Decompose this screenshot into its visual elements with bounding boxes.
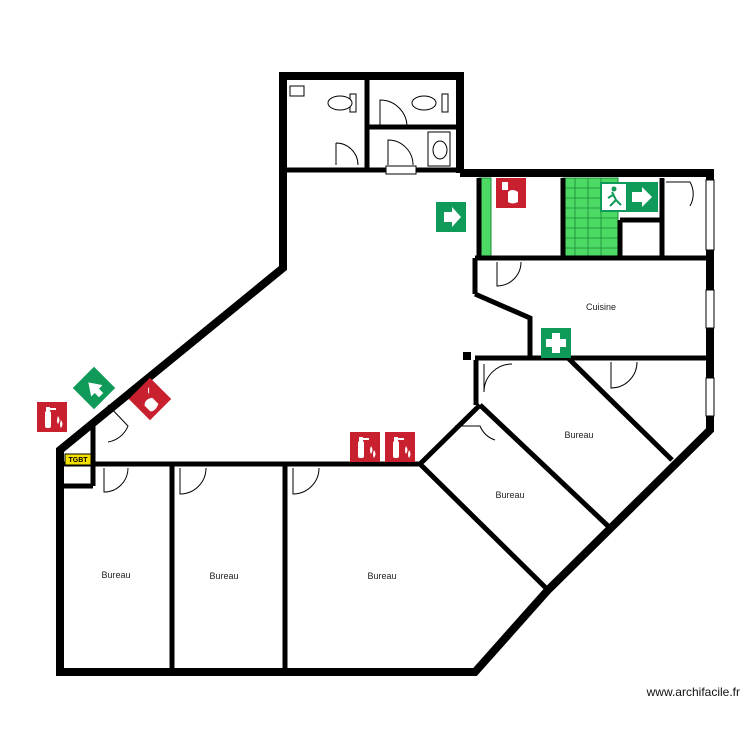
windows [385, 165, 715, 417]
exit-arrow-icon [72, 366, 116, 410]
exit-arrow-icon [436, 202, 466, 232]
exterior-walls [56, 72, 714, 676]
fire-extinguisher-icon [37, 402, 67, 432]
fire-extinguisher-icon [350, 432, 380, 462]
sink-icon [427, 131, 451, 167]
electrical-panel: TGBT [64, 453, 92, 466]
column [463, 352, 471, 360]
watermark: www.archifacile.fr [646, 685, 740, 699]
toilet-icon [327, 93, 357, 113]
room-label-cuisine: Cuisine [586, 302, 616, 312]
first-aid-icon [541, 328, 571, 358]
panel-label: TGBT [68, 457, 88, 464]
room-label-bureau: Bureau [495, 490, 524, 500]
interior-walls [60, 76, 710, 672]
toilet-icon [411, 93, 449, 113]
room-label-bureau: Bureau [209, 571, 238, 581]
doors [103, 99, 694, 495]
room-label-bureau: Bureau [367, 571, 396, 581]
fire-alarm-icon [496, 178, 526, 208]
room-label-bureau: Bureau [101, 570, 130, 580]
fire-alarm-icon [128, 377, 172, 421]
emergency-exit-icon [600, 182, 658, 212]
toilet-paper-icon [289, 85, 305, 97]
fire-extinguisher-icon [385, 432, 415, 462]
room-label-bureau: Bureau [564, 430, 593, 440]
